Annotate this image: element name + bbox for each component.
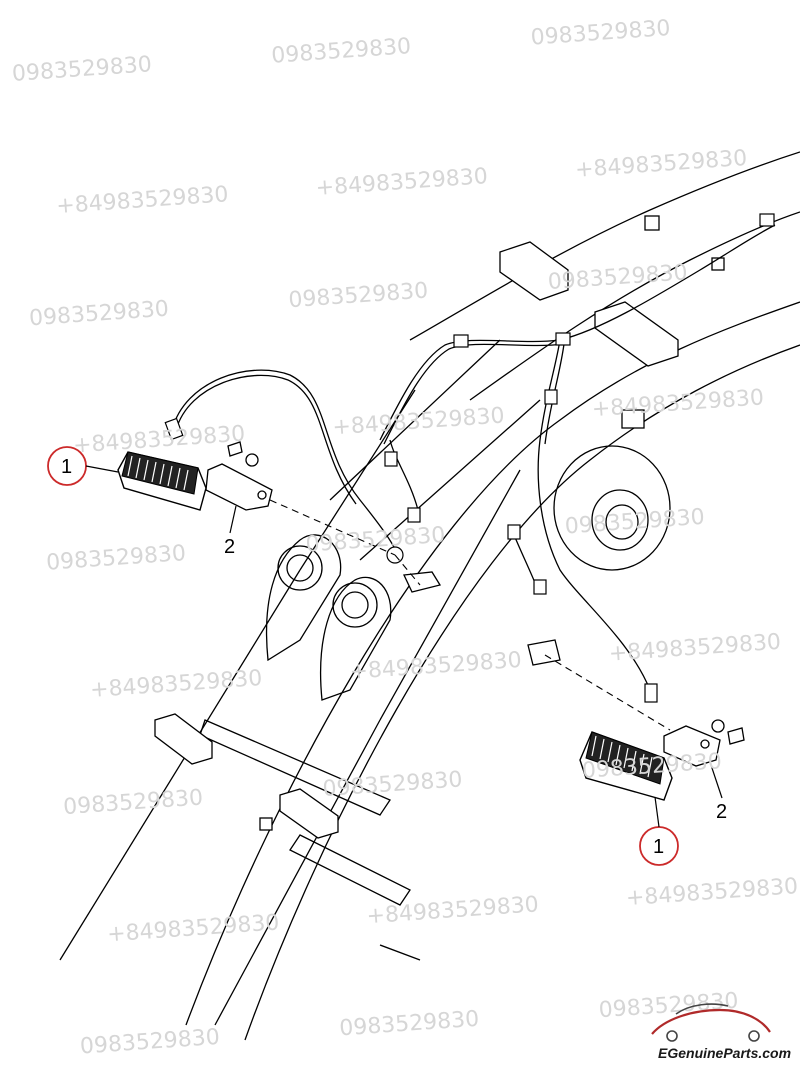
callout-label: 2 xyxy=(224,536,235,558)
watermark-phone: 0983529830 xyxy=(322,767,463,802)
watermark-intl: +84983529830 xyxy=(574,146,748,183)
watermark-phone: 0983529830 xyxy=(305,523,446,558)
watermark-phone: 0983529830 xyxy=(79,1025,220,1060)
watermark-phone: 0983529830 xyxy=(28,297,169,332)
boom-structure xyxy=(59,151,800,1041)
watermark-intl: +84983529830 xyxy=(315,164,489,201)
watermark-intl: +84983529830 xyxy=(56,182,230,219)
callout-1-left: 1 xyxy=(47,446,119,486)
watermark-intl: +84983529830 xyxy=(332,403,506,440)
car-silhouette-icon xyxy=(651,1003,771,1042)
mounting-bracket-left xyxy=(205,441,273,511)
watermark-intl: +84983529830 xyxy=(349,648,523,685)
watermark-phone: 0983529830 xyxy=(288,278,429,313)
callout-label: 1 xyxy=(653,836,664,858)
watermark-intl: +84983529830 xyxy=(625,874,799,911)
wiring-harness xyxy=(171,224,776,691)
watermark-phone: 0983529830 xyxy=(11,52,152,87)
watermark-phone: 0983529830 xyxy=(564,505,705,540)
watermark-intl: +84983529830 xyxy=(72,422,246,459)
watermark-intl: +84983529830 xyxy=(366,892,540,929)
callout-2-left: 2 xyxy=(224,505,237,558)
watermark-intl: +84983529830 xyxy=(106,910,280,947)
watermarks: 0983529830 0983529830 0983529830 +849835… xyxy=(11,16,799,1060)
watermark-intl: +84983529830 xyxy=(591,385,765,422)
watermark-phone: 0983529830 xyxy=(271,34,412,69)
watermark-phone: 0983529830 xyxy=(339,1007,480,1042)
mounting-bracket-right xyxy=(663,719,745,767)
watermark-phone: 0983529830 xyxy=(530,16,671,51)
harness-connectors xyxy=(164,213,775,703)
watermark-phone: 0983529830 xyxy=(62,785,203,820)
work-lamp-right xyxy=(579,731,673,801)
callout-label: 2 xyxy=(716,801,727,823)
watermark-intl: +84983529830 xyxy=(608,630,782,667)
watermark-phone: 0983529830 xyxy=(598,989,739,1024)
watermark-intl: +84983529830 xyxy=(89,666,263,703)
callout-label: 1 xyxy=(61,456,72,478)
work-lamp-left xyxy=(117,451,207,511)
callout-1-right: 1 xyxy=(639,796,679,866)
watermark-phone: 0983529830 xyxy=(45,541,186,576)
egenuineparts-logo: EGenuineParts.com xyxy=(651,1003,791,1061)
logo-text: EGenuineParts.com xyxy=(658,1045,791,1061)
assembly-leader-lines xyxy=(269,499,671,731)
callout-2-right: 2 xyxy=(709,761,727,823)
